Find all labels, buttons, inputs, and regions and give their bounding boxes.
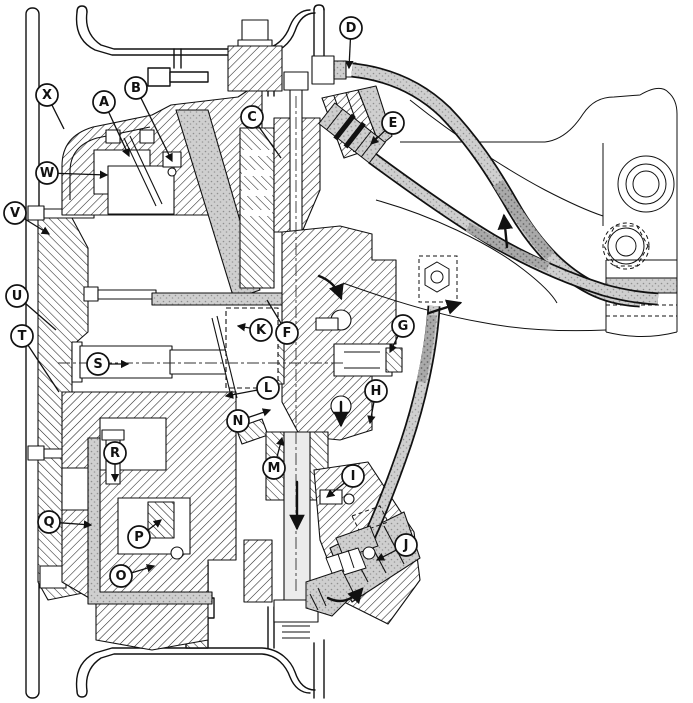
callout-q: Q: [37, 510, 93, 534]
callout-letter: G: [398, 319, 409, 334]
callout-letter: S: [93, 357, 102, 372]
callout-letter: E: [389, 116, 398, 131]
callout-letter: Q: [43, 515, 54, 530]
callout-s: S: [86, 352, 130, 376]
callout-letter: K: [256, 323, 267, 338]
callout-l: L: [224, 376, 280, 400]
callout-t: T: [10, 324, 60, 393]
flow-arrow-arm-hose-up: [497, 213, 514, 249]
callout-letter: T: [18, 329, 27, 344]
callout-c: C: [240, 105, 282, 159]
callout-letter: N: [233, 414, 244, 429]
brake-band: [175, 109, 261, 300]
callout-letter: O: [115, 569, 126, 584]
callout-n: N: [226, 408, 272, 433]
callout-d: D: [339, 16, 363, 70]
callout-r: R: [103, 441, 127, 483]
callout-k: K: [236, 318, 273, 342]
callout-m: M: [262, 436, 286, 480]
callout-i: I: [326, 464, 365, 498]
callout-letter: J: [403, 538, 409, 553]
mount-bosses: [602, 155, 675, 270]
callout-h: H: [364, 379, 388, 425]
callout-letter: I: [351, 469, 356, 484]
callout-letter: B: [131, 81, 141, 96]
callout-letter: H: [371, 384, 382, 399]
brake-oil-channel: [87, 437, 213, 605]
callout-b: B: [124, 76, 173, 163]
callout-letter: V: [10, 206, 20, 221]
flow-arrows: [289, 213, 514, 605]
callout-g: G: [389, 314, 415, 354]
callout-letter: W: [40, 166, 54, 181]
callout-f: F: [266, 299, 299, 345]
callout-p: P: [127, 519, 163, 549]
flow-arrow-arm-lower-up: [427, 299, 463, 315]
callout-labels: A B C D E F G H I J K L M N O P Q R S T U V W X: [3, 16, 418, 588]
callout-o: O: [109, 564, 156, 588]
callout-x: X: [35, 83, 65, 130]
callout-letter: F: [283, 326, 292, 341]
callout-letter: C: [247, 110, 257, 125]
pivot-nut: [418, 255, 458, 303]
callout-letter: M: [268, 461, 281, 476]
callout-e: E: [370, 111, 405, 145]
callout-a: A: [92, 90, 130, 158]
callout-u: U: [5, 284, 57, 331]
callout-letter: U: [12, 289, 23, 304]
callout-letter: A: [99, 95, 109, 110]
callout-j: J: [375, 533, 418, 561]
callout-v: V: [3, 201, 51, 235]
flow-arrow-hub-top-curved: [317, 274, 344, 301]
callout-letter: P: [134, 530, 144, 545]
hydraulic-hoses: [305, 62, 659, 617]
callout-letter: D: [346, 21, 357, 36]
callout-letter: R: [110, 446, 120, 461]
flow-arrow-bevel-curved: [326, 587, 364, 605]
hose-fitting-d: [311, 55, 357, 85]
callout-letter: L: [264, 381, 272, 396]
hose-fitting-j: [305, 505, 389, 617]
callout-letter: X: [42, 88, 52, 103]
callout-w: W: [35, 161, 109, 185]
